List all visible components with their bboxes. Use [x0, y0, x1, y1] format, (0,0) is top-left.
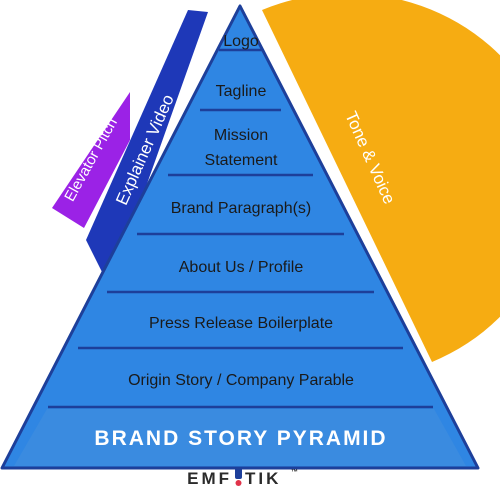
tone-voice-shape — [262, 0, 500, 362]
explainer-video-shape — [86, 10, 208, 288]
level-dividers — [48, 48, 433, 409]
logo-trademark: ™ — [291, 469, 298, 476]
level-logo-label: Logo — [223, 33, 259, 50]
elevator-pitch-shape — [52, 92, 130, 228]
level-brand-paragraph-label: Brand Paragraph(s) — [171, 200, 312, 217]
level-press-release-label: Press Release Boilerplate — [149, 315, 333, 332]
logo-text-right: TIK — [245, 469, 281, 488]
logo-exclamation-dot — [235, 480, 242, 486]
pyramid-title: BRAND STORY PYRAMID — [94, 427, 387, 450]
level-mission-label-line2: Statement — [205, 152, 278, 169]
base-band — [14, 409, 466, 466]
level-about-us-label: About Us / Profile — [179, 259, 304, 276]
level-tagline-label: Tagline — [216, 83, 267, 100]
logo-text-left: EMF — [187, 469, 232, 488]
level-mission-label-line1: Mission — [214, 127, 268, 144]
level-origin-story-label: Origin Story / Company Parable — [128, 372, 354, 389]
logo-exclamation-bar — [235, 467, 242, 479]
emfatik-logo: EMF TIK ™ — [187, 467, 298, 488]
